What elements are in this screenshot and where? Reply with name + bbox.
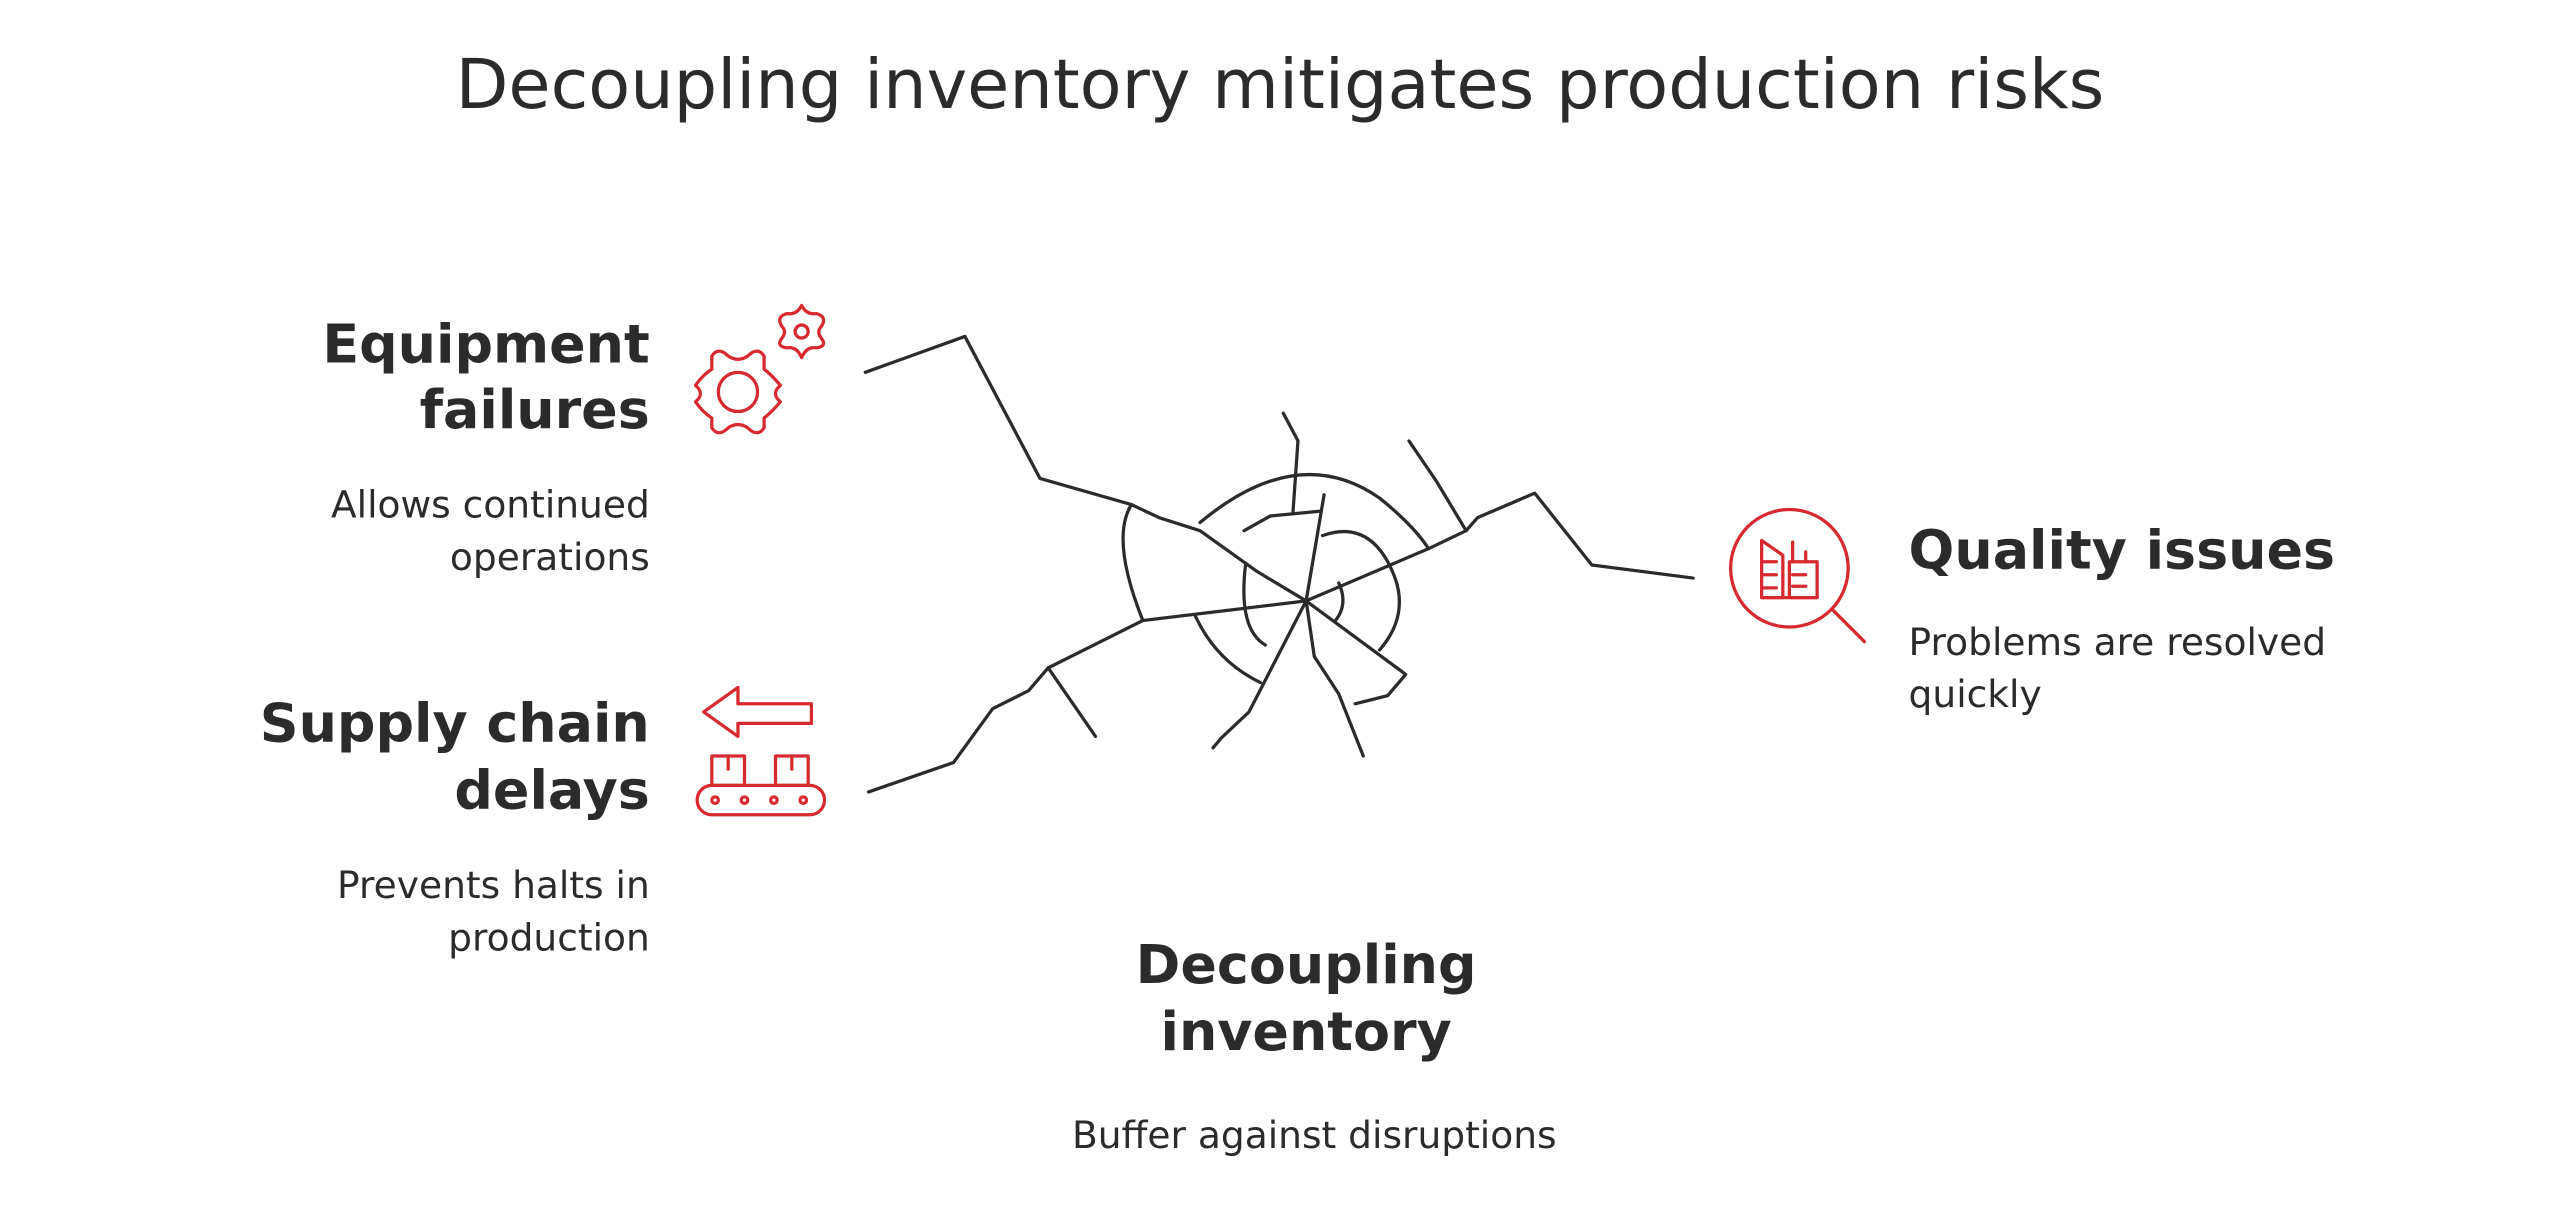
center-heading: inventory [1161,1000,1452,1063]
center-description: Buffer against disruptions [1072,1113,1557,1157]
item-heading: Supply chain [260,691,650,754]
item-description: production [448,915,650,959]
item-equipment-failures: Equipment failures Allows continued oper… [322,303,826,579]
center-heading: Decoupling [1136,933,1477,996]
item-description: Problems are resolved [1909,620,2327,664]
conveyor-arrow-icon [695,685,827,817]
crack-graphic [863,334,1695,794]
item-supply-chain-delays: Supply chain delays Prevents halts in pr… [260,685,827,959]
gears-icon [693,303,826,435]
factory-magnifier-icon [1728,507,1867,644]
item-heading: failures [420,378,650,441]
item-description: Allows continued [331,483,650,527]
item-description: Prevents halts in [337,863,650,907]
page-title: Decoupling inventory mitigates productio… [456,45,2105,125]
item-heading: Quality issues [1909,518,2336,581]
item-description: quickly [1909,672,2042,716]
item-heading: delays [454,758,649,821]
item-quality-issues: Quality issues Problems are resolved qui… [1728,507,2336,716]
item-description: operations [450,535,650,579]
item-heading: Equipment [322,313,649,376]
center-decoupling-inventory: Decoupling inventory Buffer against disr… [1072,933,1557,1157]
